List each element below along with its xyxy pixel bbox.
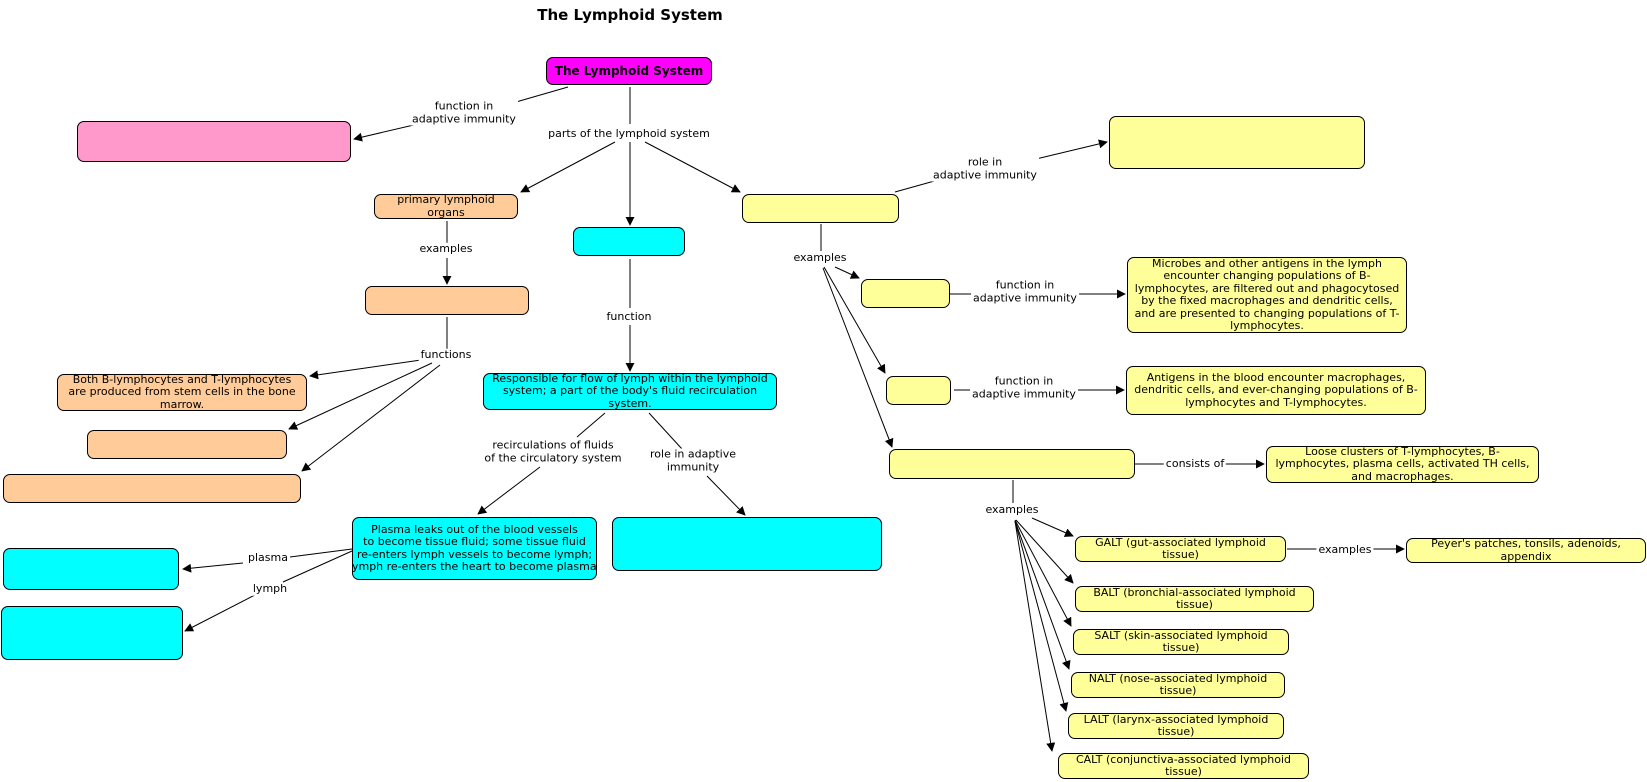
- galt-node[interactable]: GALT (gut-associated lymphoid tissue): [1075, 536, 1286, 562]
- link-label-role-vessels: role in adaptive immunity: [648, 447, 738, 474]
- spleen-function-node[interactable]: Antigens in the blood encounter macropha…: [1126, 366, 1426, 415]
- link-label-functions-primary: functions: [418, 347, 474, 362]
- lalt-node[interactable]: LALT (larynx-associated lymphoid tissue): [1068, 713, 1284, 739]
- nalt-node[interactable]: NALT (nose-associated lymphoid tissue): [1071, 672, 1285, 698]
- link-label-role-secondary: role in adaptive immunity: [931, 155, 1039, 182]
- link-label-recirculations: recirculations of fluids of the circulat…: [482, 438, 624, 465]
- plasma-node[interactable]: [3, 548, 179, 590]
- spleen-node[interactable]: [886, 376, 951, 405]
- lymphatic-vessels-node[interactable]: [573, 227, 685, 256]
- lymph-node-function-node[interactable]: Microbes and other antigens in the lymph…: [1127, 257, 1407, 333]
- primary-organs-examples-node[interactable]: [365, 286, 529, 315]
- link-label-examples-galt: examples: [1316, 542, 1374, 557]
- salt-node[interactable]: SALT (skin-associated lymphoid tissue): [1073, 629, 1289, 655]
- plasma-leaks-node[interactable]: Plasma leaks out of the blood vessels to…: [352, 517, 597, 580]
- link-label-examples-malt: examples: [983, 502, 1041, 517]
- link-label-function-lymph-node: function in adaptive immunity: [971, 278, 1079, 305]
- adaptive-immunity-node[interactable]: [77, 121, 351, 162]
- secondary-role-node[interactable]: [1109, 116, 1365, 169]
- link-label-parts: parts of the lymphoid system: [546, 126, 712, 141]
- link-label-consists-of: consists of: [1163, 456, 1227, 471]
- link-label-function-spleen: function in adaptive immunity: [970, 374, 1078, 401]
- stem-cells-node[interactable]: Both B-lymphocytes and T-lymphocytes are…: [57, 374, 307, 411]
- malt-consists-node[interactable]: Loose clusters of T-lymphocytes, B-lymph…: [1266, 446, 1539, 483]
- root-node[interactable]: The Lymphoid System: [546, 57, 712, 85]
- link-label-function-vessels: function: [604, 309, 654, 324]
- lymph-flow-node[interactable]: Responsible for flow of lymph within the…: [483, 373, 777, 410]
- secondary-lymphoid-organs-node[interactable]: [742, 194, 899, 223]
- link-label-plasma: plasma: [246, 550, 290, 565]
- link-label-examples-secondary: examples: [791, 250, 849, 265]
- vessels-role-node[interactable]: [612, 517, 882, 571]
- primary-lymphoid-organs-node[interactable]: primary lymphoid organs: [374, 194, 518, 219]
- link-label-function-adaptive: function in adaptive immunity: [410, 99, 518, 126]
- malt-node[interactable]: [889, 449, 1135, 479]
- primary-function-node-3[interactable]: [3, 474, 301, 503]
- link-label-examples-primary: examples: [417, 241, 475, 256]
- page-title: The Lymphoid System: [537, 6, 723, 24]
- calt-node[interactable]: CALT (conjunctiva-associated lymphoid ti…: [1058, 753, 1309, 779]
- balt-node[interactable]: BALT (bronchial-associated lymphoid tiss…: [1075, 586, 1314, 612]
- lymph-nodes-node[interactable]: [861, 279, 950, 308]
- primary-function-node-2[interactable]: [87, 430, 287, 459]
- lymph-node[interactable]: [1, 606, 183, 660]
- galt-examples-node[interactable]: Peyer's patches, tonsils, adenoids, appe…: [1406, 538, 1646, 563]
- link-label-lymph: lymph: [250, 581, 290, 596]
